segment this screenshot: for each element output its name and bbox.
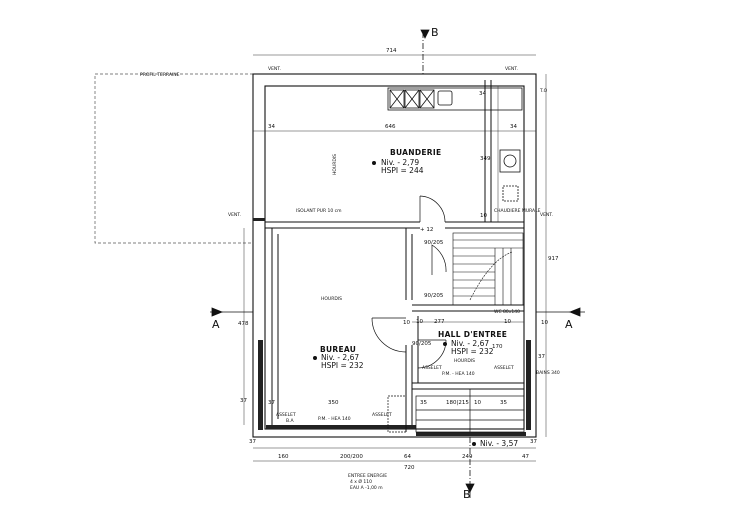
dim-door-2: 90/205 [424,293,444,299]
entrance-area [387,389,525,433]
asselet-label-3: ASSELET [422,365,442,371]
dim-bottom-1: 160 [278,454,289,460]
level-marker-icon [472,442,476,446]
dim-hall-215: 180|215 [446,400,469,406]
dim-bureau-350: 350 [328,400,339,406]
dim-row-10b: 10 [504,319,511,325]
dim-bottom-4: 249 [462,454,473,460]
hourdis-label-3: HOURDIS [332,154,338,175]
buanderie-room-name: BUANDERIE [390,148,441,157]
isolant-label: ISOLANT PUR 10 cm [296,208,342,214]
dim-left-478: 478 [238,321,249,327]
hall-niv: Niv. - 2,67 [451,339,489,348]
dim-bottom-total: 720 [404,465,415,471]
dim-right-37: 37 [538,354,545,360]
section-markers [210,29,585,500]
buanderie-hspi: HSPI = 244 [381,166,424,175]
asselet-label-4: ASSELET [494,365,514,371]
dim-h-34: 34 [479,91,486,97]
dim-bottom-2: 200/200 [340,454,363,460]
dimension-lines [243,54,547,462]
dim-bottom-small-2: 37 [530,439,537,445]
counter [387,87,523,202]
dim-top-row-1: 34 [268,124,275,130]
vent-label-2: VENT. [505,66,518,72]
dim-bottom-5: 47 [522,454,529,460]
dim-hall-10: 10 [474,400,481,406]
dim-h-170: 170 [492,344,503,350]
buanderie-niv: Niv. - 2,79 [381,158,419,167]
dim-top-row-2: 646 [385,124,396,130]
section-b-bottom-label: B [463,488,471,501]
dim-right-10: 10 [480,213,487,219]
terrain-profile [94,73,253,244]
dim-top-row-3: 34 [510,124,517,130]
ba-label: B.A [286,418,295,424]
vent-label-4: VENT. [540,212,553,218]
dim-bottom-3: 64 [404,454,411,460]
dim-bureau-37: 37 [268,400,275,406]
asselet-label-2: ASSELET [372,412,392,418]
pm-label-2: P.M. - HEA 140 [442,371,475,377]
hourdis-label-1: HOURDIS [321,296,342,302]
vent-label-3: VENT. [228,212,241,218]
dim-door-3: 90/205 [412,341,432,347]
section-a-left-label: A [212,318,220,331]
dim-row-277: 277 [434,319,445,325]
asselet-label-1: ASSELET [276,412,296,418]
level-marker-icon [443,342,447,346]
pm-label-1: P.M. - HEA 140 [318,416,351,422]
dim-right-total: 917 [548,256,559,262]
terrain-profile-label: PROFIL TERRAINE [140,72,180,78]
bains-label: BAINS 340 [536,370,560,376]
hall-hspi: HSPI = 232 [451,347,494,356]
bureau-room-name: BUREAU [320,345,356,354]
dim-top-total: 714 [386,48,397,54]
dim-door-1: 90/205 [424,240,444,246]
entree-energie-label: ENTREE ENERGIE [348,473,387,479]
eau-label: EAU A -1,00 m [350,485,383,491]
dim-bottom-small-1: 37 [249,439,256,445]
hourdis-label-2: HOURDIS [454,358,475,364]
section-b-top-label: B [431,26,439,39]
dim-right-inner: 349 [480,156,491,162]
chaudiere-label: CHAUDIERE MURALE [494,208,541,214]
dim-left-10: 10 [403,320,410,326]
staircase [452,232,524,306]
dim-h-35: 35 [420,400,427,406]
dim-plus12: + 12 [420,227,433,233]
dim-right-10b: 10 [541,320,548,326]
wall-hatch [253,218,531,436]
level-marker-icon [372,161,376,165]
dim-row-10a: 10 [416,319,423,325]
section-a-right-label: A [565,318,573,331]
bureau-niv: Niv. - 2,67 [321,353,359,362]
to-label: T.O [539,88,548,94]
bureau-hspi: HSPI = 232 [321,361,364,370]
entree-niv: Niv. - 3,57 [480,439,518,448]
dim-left-37: 37 [240,398,247,404]
vent-label-1: VENT. [268,66,281,72]
wc-label: WC 80x140 [494,309,520,315]
hall-room-name: HALL D'ENTREE [438,330,507,339]
level-marker-icon [313,356,317,360]
dim-e35: 35 [500,400,507,406]
eau-dia-label: 4 x Ø 110 [350,478,372,485]
